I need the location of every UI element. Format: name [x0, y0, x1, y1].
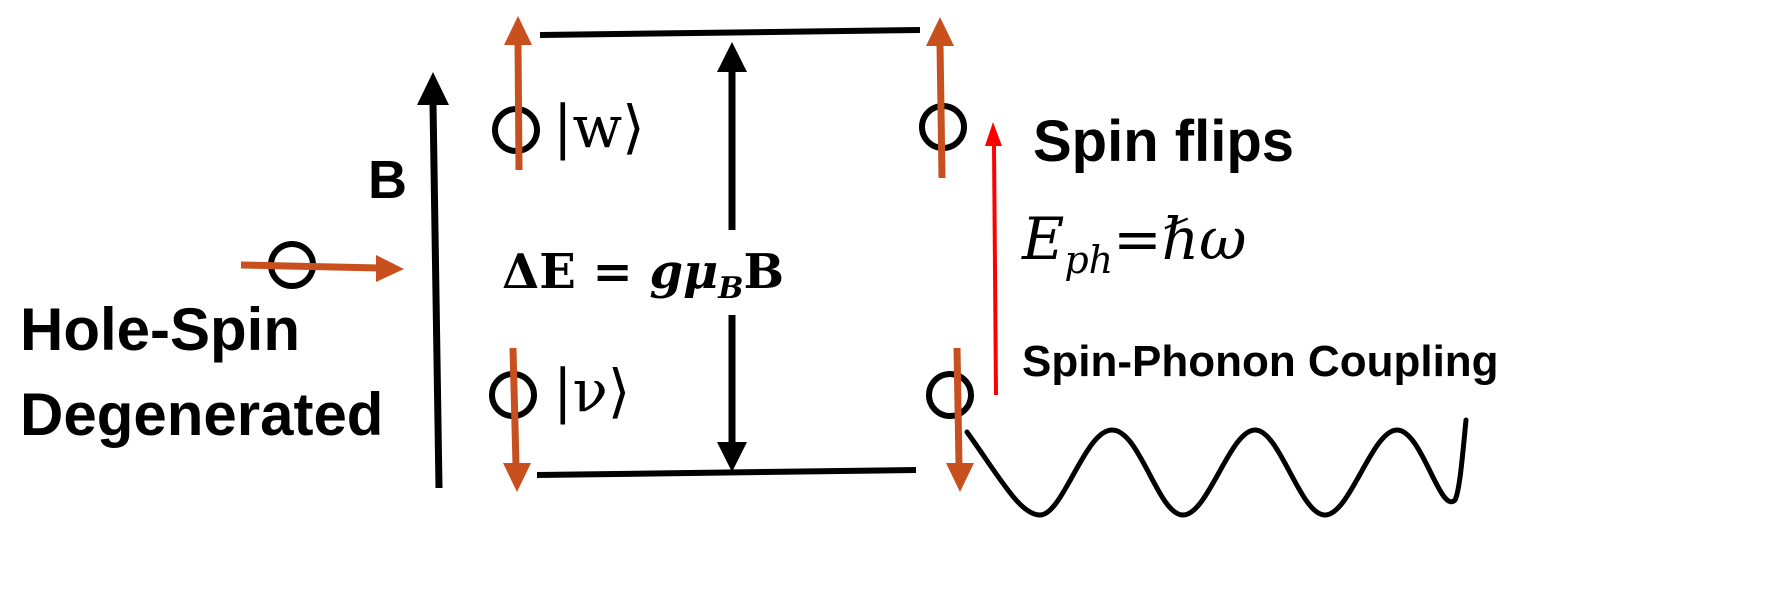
- phonon-transition-arrow: [985, 122, 1002, 396]
- field-arrow: [417, 72, 449, 489]
- horizontal-spin-arrow: [240, 255, 404, 282]
- spin-up-arrow-flipped: [926, 17, 954, 179]
- phonon-wave-icon: [964, 417, 1469, 518]
- field-label: B: [368, 150, 407, 210]
- coupling-label: Spin-Phonon Coupling: [1022, 337, 1499, 386]
- spin-up-arrow: [504, 16, 532, 171]
- phonon-energy-label: Eph=ℏω: [1022, 205, 1247, 282]
- hole-spin-label-line2: Degenerated: [20, 381, 384, 448]
- state-upper-label: |w⟩: [553, 93, 645, 161]
- energy-split-arrow: [717, 42, 747, 472]
- spin-down-arrow-right: [946, 347, 974, 492]
- energy-split-formula: ΔE = gμBB: [502, 244, 785, 306]
- state-lower-label: |ν⟩: [553, 357, 631, 425]
- hole-spin-label-line1: Hole-Spin: [20, 296, 300, 363]
- spin-down-arrow: [503, 347, 531, 492]
- spin-flips-label: Spin flips: [1033, 109, 1294, 174]
- upper-energy-level: [539, 27, 921, 38]
- lower-energy-level: [536, 467, 917, 478]
- hole-icon: [926, 371, 974, 419]
